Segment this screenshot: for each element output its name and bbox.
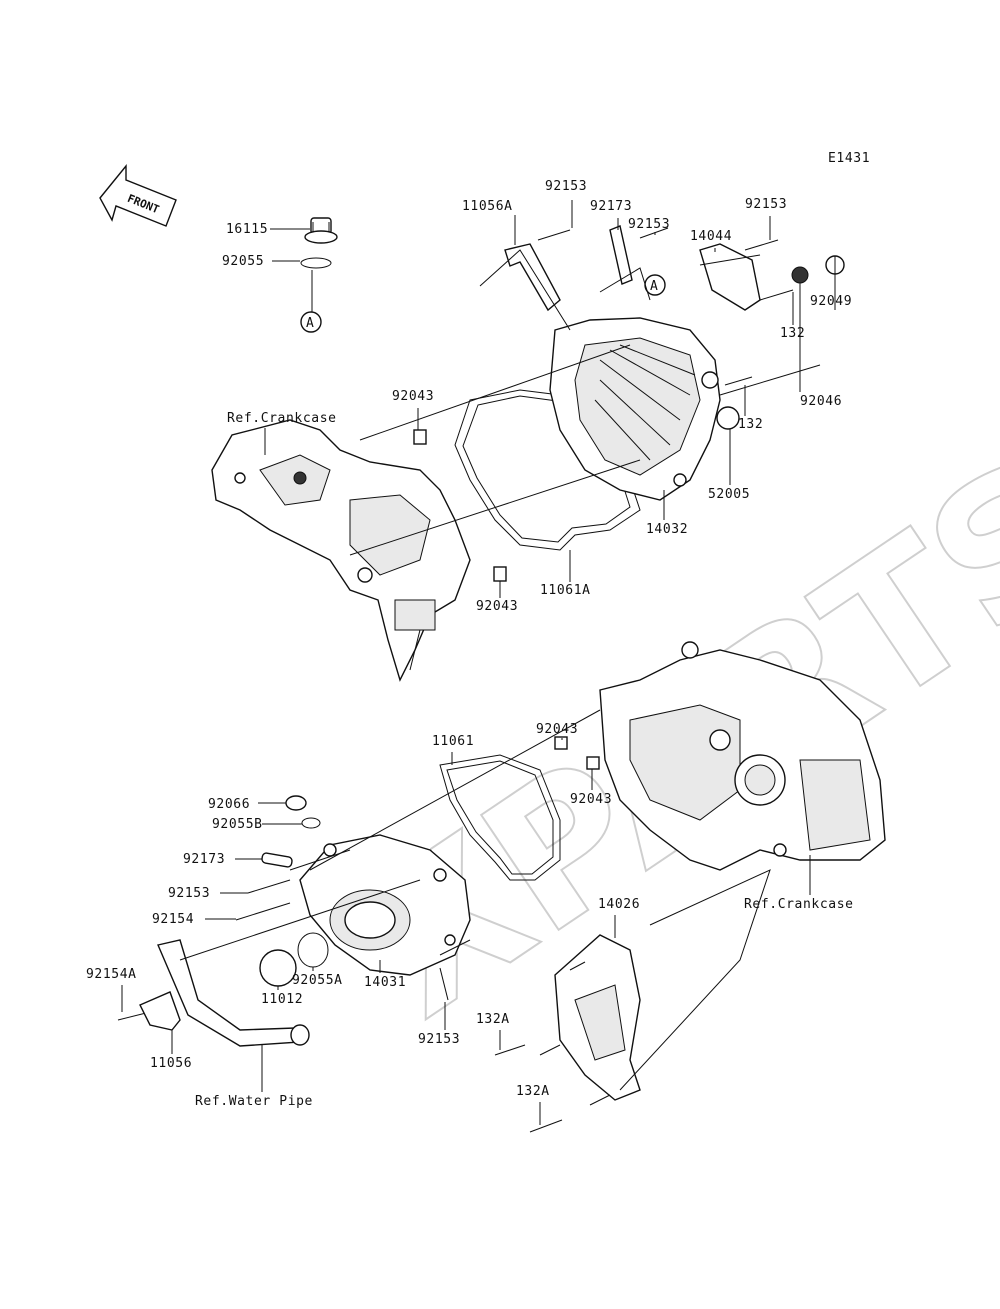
part-label-p36: Ref.Water Pipe <box>195 1094 313 1109</box>
part-label-p7: 16115 <box>226 222 268 237</box>
bolt-92153-b <box>639 227 669 239</box>
sprocket-cover-14026 <box>554 934 641 1101</box>
bolt-92153-c <box>744 239 779 251</box>
crankcase-upper-left <box>211 419 471 682</box>
bolt-132-lower <box>724 376 753 386</box>
part-label-p25: 92153 <box>168 886 210 901</box>
part-label-p14: 132 <box>738 417 763 432</box>
dowel-pin-lower-1 <box>554 736 568 750</box>
part-label-p21: 92043 <box>570 792 612 807</box>
part-label-p22: 92066 <box>208 797 250 812</box>
part-label-p13: Ref.Crankcase <box>227 411 337 426</box>
bracket-11056a <box>504 243 561 312</box>
part-label-p35: 11056 <box>150 1056 192 1071</box>
part-label-p17: 92043 <box>476 599 518 614</box>
part-label-p8: 92055 <box>222 254 264 269</box>
diagram-code: E1431 <box>828 151 870 166</box>
part-label-p3: 92173 <box>590 199 632 214</box>
cover-plate-14044 <box>699 243 761 311</box>
bolt-92153-lower-b <box>439 967 449 1001</box>
part-label-p23: 92055B <box>212 817 263 832</box>
part-label-p2: 11056A <box>462 199 513 214</box>
bolt-132-upper <box>759 289 794 301</box>
oil-filler-cap <box>304 217 338 244</box>
svg-text:A: A <box>306 316 314 331</box>
ref-marker-a-left: A <box>300 311 322 333</box>
part-label-p31: 92055A <box>292 973 343 988</box>
part-label-p37: 132A <box>516 1084 550 1099</box>
part-label-p4: 92153 <box>628 217 670 232</box>
part-label-p9: 92049 <box>810 294 852 309</box>
part-label-p18: 11061A <box>540 583 591 598</box>
part-label-p32: 14031 <box>364 975 406 990</box>
plug-92066 <box>285 795 307 811</box>
crankcase-lower-right <box>599 641 886 871</box>
plug-11012 <box>259 949 297 987</box>
part-label-p10: 132 <box>780 326 805 341</box>
dowel-pin-upper-1 <box>413 429 427 445</box>
bolt-132a-upper <box>494 1044 526 1056</box>
part-label-p6: 14044 <box>690 229 732 244</box>
part-label-p28: 14026 <box>598 897 640 912</box>
part-label-p19: 11061 <box>432 734 474 749</box>
part-label-p33: 92153 <box>418 1032 460 1047</box>
part-label-p29: 92154A <box>86 967 137 982</box>
part-label-p12: 92043 <box>392 389 434 404</box>
part-label-p16: 14032 <box>646 522 688 537</box>
lower-assembly-lines <box>179 709 771 1106</box>
o-ring-92055 <box>300 257 332 269</box>
part-label-p15: 52005 <box>708 487 750 502</box>
part-label-p24: 92173 <box>183 852 225 867</box>
part-label-p34: 132A <box>476 1012 510 1027</box>
o-ring-92055a <box>297 932 329 968</box>
generator-cover-14031 <box>299 834 471 976</box>
gasket-11061-inner <box>446 760 554 875</box>
pin-92173-lower <box>261 852 293 868</box>
pin-92173-upper <box>609 225 633 285</box>
clutch-cover-14032 <box>549 317 721 501</box>
part-label-p5: 92153 <box>745 197 787 212</box>
part-label-p26: 92154 <box>152 912 194 927</box>
bolt-92153-a <box>537 229 571 241</box>
bracket-11056 <box>139 991 181 1031</box>
part-label-p27: Ref.Crankcase <box>744 897 854 912</box>
dowel-pin-upper-2 <box>493 566 507 582</box>
washer-92046 <box>791 266 809 284</box>
gasket-11061 <box>439 754 561 881</box>
seal-52005 <box>716 406 740 430</box>
part-label-p1: 92153 <box>545 179 587 194</box>
bolt-92154 <box>235 902 291 921</box>
part-label-p11: 92046 <box>800 394 842 409</box>
svg-text:A: A <box>650 279 658 294</box>
part-label-p20: 92043 <box>536 722 578 737</box>
o-ring-92055b <box>301 817 321 829</box>
part-label-p30: 11012 <box>261 992 303 1007</box>
bolt-132a-lower <box>529 1119 563 1133</box>
dowel-pin-lower-2 <box>586 756 600 770</box>
front-arrow-icon: FRONT <box>99 164 177 227</box>
bolt-92153-lower-a <box>247 879 291 894</box>
upper-assembly-lines <box>349 249 821 556</box>
